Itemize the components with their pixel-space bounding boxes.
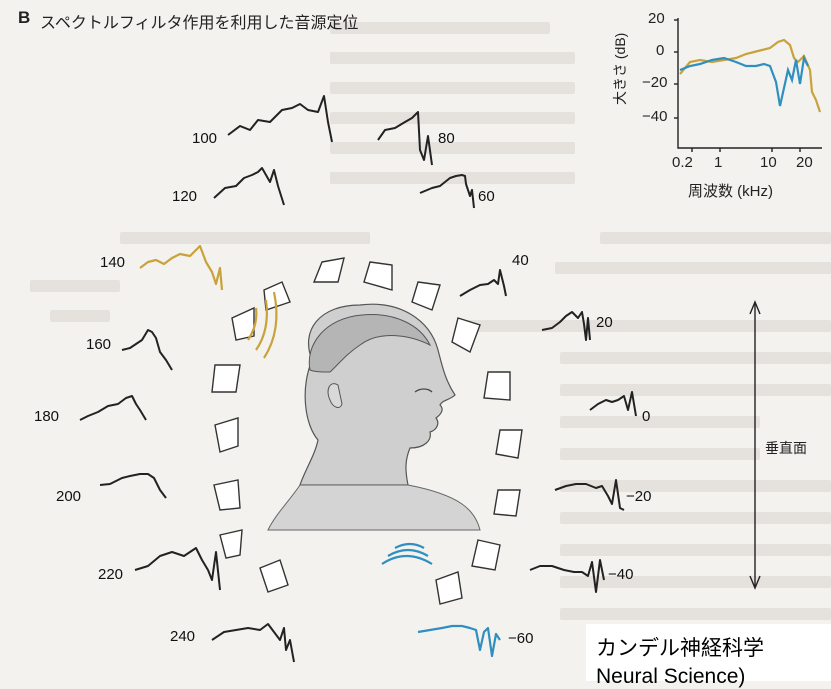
elevation-label-200: 200 xyxy=(56,488,82,505)
elevation-label-100: 100 xyxy=(192,130,218,147)
elevation-label-20: 20 xyxy=(596,314,613,331)
elevation-label-40: 40 xyxy=(512,252,529,269)
elevation-label-240: 240 xyxy=(170,628,196,645)
elevation-label-160: 160 xyxy=(86,336,112,353)
caption-line-2: Neural Science) xyxy=(596,665,746,688)
inset-xtick: 0.2 xyxy=(672,154,693,171)
elevation-label-140: 140 xyxy=(100,254,126,271)
inset-curve-blue xyxy=(679,54,809,107)
sound-waves-gold xyxy=(247,291,278,359)
elevation-label-220: 220 xyxy=(98,566,124,583)
figure-title: スペクトルフィルタ作用を利用した音源定位 xyxy=(40,15,359,32)
elevation-label-180: 180 xyxy=(34,408,60,425)
vertical-plane-label: 垂直面 xyxy=(765,440,807,456)
inset-curve-gold xyxy=(679,38,822,113)
inset-axes xyxy=(674,18,822,152)
elevation-label-120: 120 xyxy=(172,188,198,205)
inset-ylabel: 大きさ (dB) xyxy=(612,32,628,105)
elevation-label-neg20: −20 xyxy=(626,488,652,505)
elevation-spectra xyxy=(79,95,637,663)
speaker-icons xyxy=(211,257,523,605)
elevation-label-neg60: −60 xyxy=(508,630,534,647)
inset-ytick: 20 xyxy=(648,10,665,27)
inset-ytick: −40 xyxy=(642,108,668,125)
inset-xtick: 1 xyxy=(714,154,723,171)
sound-waves-blue xyxy=(381,542,433,565)
vertical-arrow xyxy=(749,300,761,590)
inset-xtick: 20 xyxy=(796,154,813,171)
caption-background xyxy=(586,624,831,681)
panel-label: B xyxy=(18,8,31,27)
inset-ytick: 0 xyxy=(656,42,665,59)
spectrum-neg60-blue xyxy=(417,624,501,658)
elevation-label-80: 80 xyxy=(438,130,455,147)
elevation-label-0: 0 xyxy=(642,408,651,425)
inset-ytick: −20 xyxy=(642,74,668,91)
head-illustration xyxy=(267,303,481,531)
caption-line-1: カンデル神経科学 xyxy=(596,637,764,660)
spectrum-140-gold xyxy=(139,244,224,291)
inset-xlabel: 周波数 (kHz) xyxy=(688,183,773,200)
elevation-label-neg40: −40 xyxy=(608,566,634,583)
inset-xtick: 10 xyxy=(760,154,777,171)
elevation-label-60: 60 xyxy=(478,188,495,205)
